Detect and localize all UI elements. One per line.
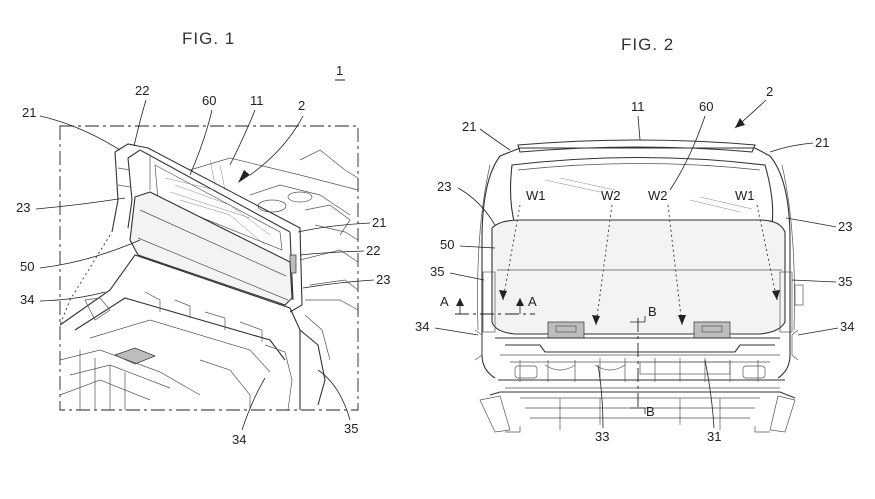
fig2-label-b-bottom: B — [646, 404, 655, 419]
fig1-floor-structure — [59, 254, 331, 411]
figure-2: FIG. 2 — [415, 35, 854, 444]
fig1-ref-number: 1 — [336, 63, 343, 78]
fig2-label-w2a: W2 — [601, 188, 621, 203]
fig1-hidden-line — [59, 234, 111, 326]
fig1-label-22a: 22 — [135, 83, 149, 98]
fig2-brackets — [547, 321, 731, 339]
fig2-lower-structure — [474, 329, 799, 433]
fig1-label-23a: 23 — [16, 200, 30, 215]
fig2-label-w1a: W1 — [526, 188, 546, 203]
fig2-label-b-top: B — [648, 304, 657, 319]
fig2-label-23b: 23 — [838, 219, 852, 234]
fig1-label-60: 60 — [202, 93, 216, 108]
fig1-rear-frame — [111, 143, 303, 313]
fig2-label-w1b: W1 — [735, 188, 755, 203]
fig2-label-21b: 21 — [815, 135, 829, 150]
fig2-label-21a: 21 — [462, 119, 476, 134]
fig2-left-pillar — [482, 271, 496, 333]
fig2-label-34b: 34 — [840, 319, 854, 334]
fig2-section-b — [630, 316, 646, 414]
fig2-label-50: 50 — [440, 237, 454, 252]
fig1-label-50: 50 — [20, 259, 34, 274]
fig2-label-31: 31 — [707, 429, 721, 444]
fig2-label-33: 33 — [595, 429, 609, 444]
fig2-right-pillar — [779, 271, 793, 333]
fig2-label-35a: 35 — [430, 264, 444, 279]
fig2-partition-panel — [491, 219, 786, 335]
fig1-label-11: 11 — [250, 93, 264, 108]
fig2-label-60: 60 — [699, 99, 713, 114]
fig1-label-21b: 21 — [372, 215, 386, 230]
fig2-label-11: 11 — [631, 99, 645, 114]
fig1-label-23b: 23 — [376, 272, 390, 287]
fig2-title: FIG. 2 — [621, 35, 674, 54]
fig1-label-34b: 34 — [232, 432, 246, 447]
fig1-background-structure — [174, 149, 359, 311]
fig2-label-a-right: A — [528, 294, 537, 309]
fig2-label-35b: 35 — [838, 274, 852, 289]
fig1-boundary — [59, 125, 359, 411]
fig2-label-23a: 23 — [437, 179, 451, 194]
fig2-glass-reflection — [544, 177, 753, 213]
fig2-label-a-left: A — [440, 294, 449, 309]
fig1-glass-reflection — [164, 177, 251, 219]
figure-1: FIG. 1 1 — [16, 29, 390, 447]
fig2-body-outline — [477, 139, 795, 379]
fig1-label-2: 2 — [298, 98, 305, 113]
fig1-label-22b: 22 — [366, 243, 380, 258]
fig1-partition-panel — [129, 191, 293, 306]
fig2-w-arrows — [499, 204, 780, 326]
fig1-label-35: 35 — [344, 421, 358, 436]
fig2-label-34a: 34 — [415, 319, 429, 334]
fig2-section-a — [455, 298, 535, 315]
fig2-right-mirror — [794, 284, 804, 306]
fig2-label-w2b: W2 — [648, 188, 668, 203]
fig1-glass — [154, 164, 283, 251]
fig1-title: FIG. 1 — [182, 29, 235, 48]
fig2-label-2: 2 — [766, 84, 773, 99]
fig1-label-21a: 21 — [22, 105, 36, 120]
fig1-label-34a: 34 — [20, 292, 34, 307]
